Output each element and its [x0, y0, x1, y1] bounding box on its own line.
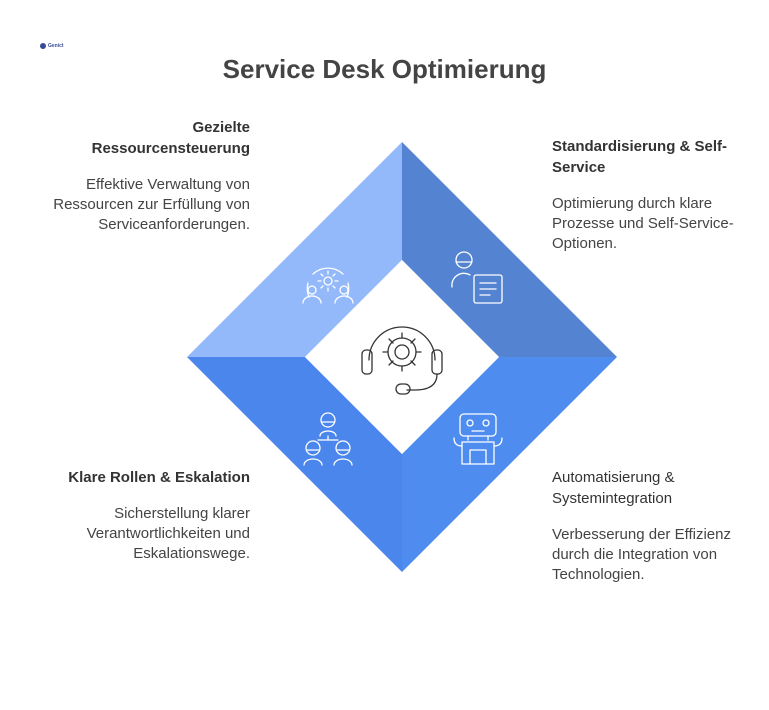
quadrant-text-bottom-left: Klare Rollen & Eskalation Sicherstellung… [40, 467, 250, 564]
heading-automatisierung: Automatisierung & Systemintegration [552, 469, 675, 507]
quadrant-top-left [187, 142, 402, 357]
page-title: Service Desk Optimierung [222, 54, 547, 84]
text-gezielte-ressourcensteuerung: Effektive Verwaltung von Ressourcen zur … [53, 176, 250, 233]
text-klare-rollen: Sicherstellung klarer Verantwortlichkeit… [86, 505, 250, 562]
headset-gear-icon [361, 326, 443, 395]
user-document-icon [451, 251, 503, 304]
hierarchy-people-icon [303, 412, 353, 466]
heading-standardisierung: Standardisierung & Self-Service [552, 138, 728, 176]
quadrant-bottom-right [402, 357, 617, 572]
robot-icon [453, 413, 503, 465]
heading-gezielte-ressourcensteuerung: Gezielte Ressourcensteuerung [91, 119, 250, 157]
quadrant-text-top-right: Standardisierung & Self-Service Optimier… [552, 136, 752, 254]
logo-text: Genict [48, 43, 64, 49]
text-standardisierung: Optimierung durch klare Prozesse und Sel… [552, 195, 734, 252]
quadrant-text-top-left: Gezielte Ressourcensteuerung Effektive V… [40, 117, 250, 235]
logo-mark [40, 43, 46, 49]
quadrant-top-right [402, 142, 617, 357]
heading-klare-rollen: Klare Rollen & Eskalation [68, 469, 250, 486]
team-gear-icon [302, 267, 354, 304]
quadrant-text-bottom-right: Automatisierung & Systemintegration Verb… [552, 467, 752, 585]
center-square [305, 260, 499, 454]
logo: Genict [40, 42, 72, 50]
text-automatisierung: Verbesserung der Effizienz durch die Int… [552, 526, 731, 583]
quadrant-bottom-left [187, 357, 402, 572]
